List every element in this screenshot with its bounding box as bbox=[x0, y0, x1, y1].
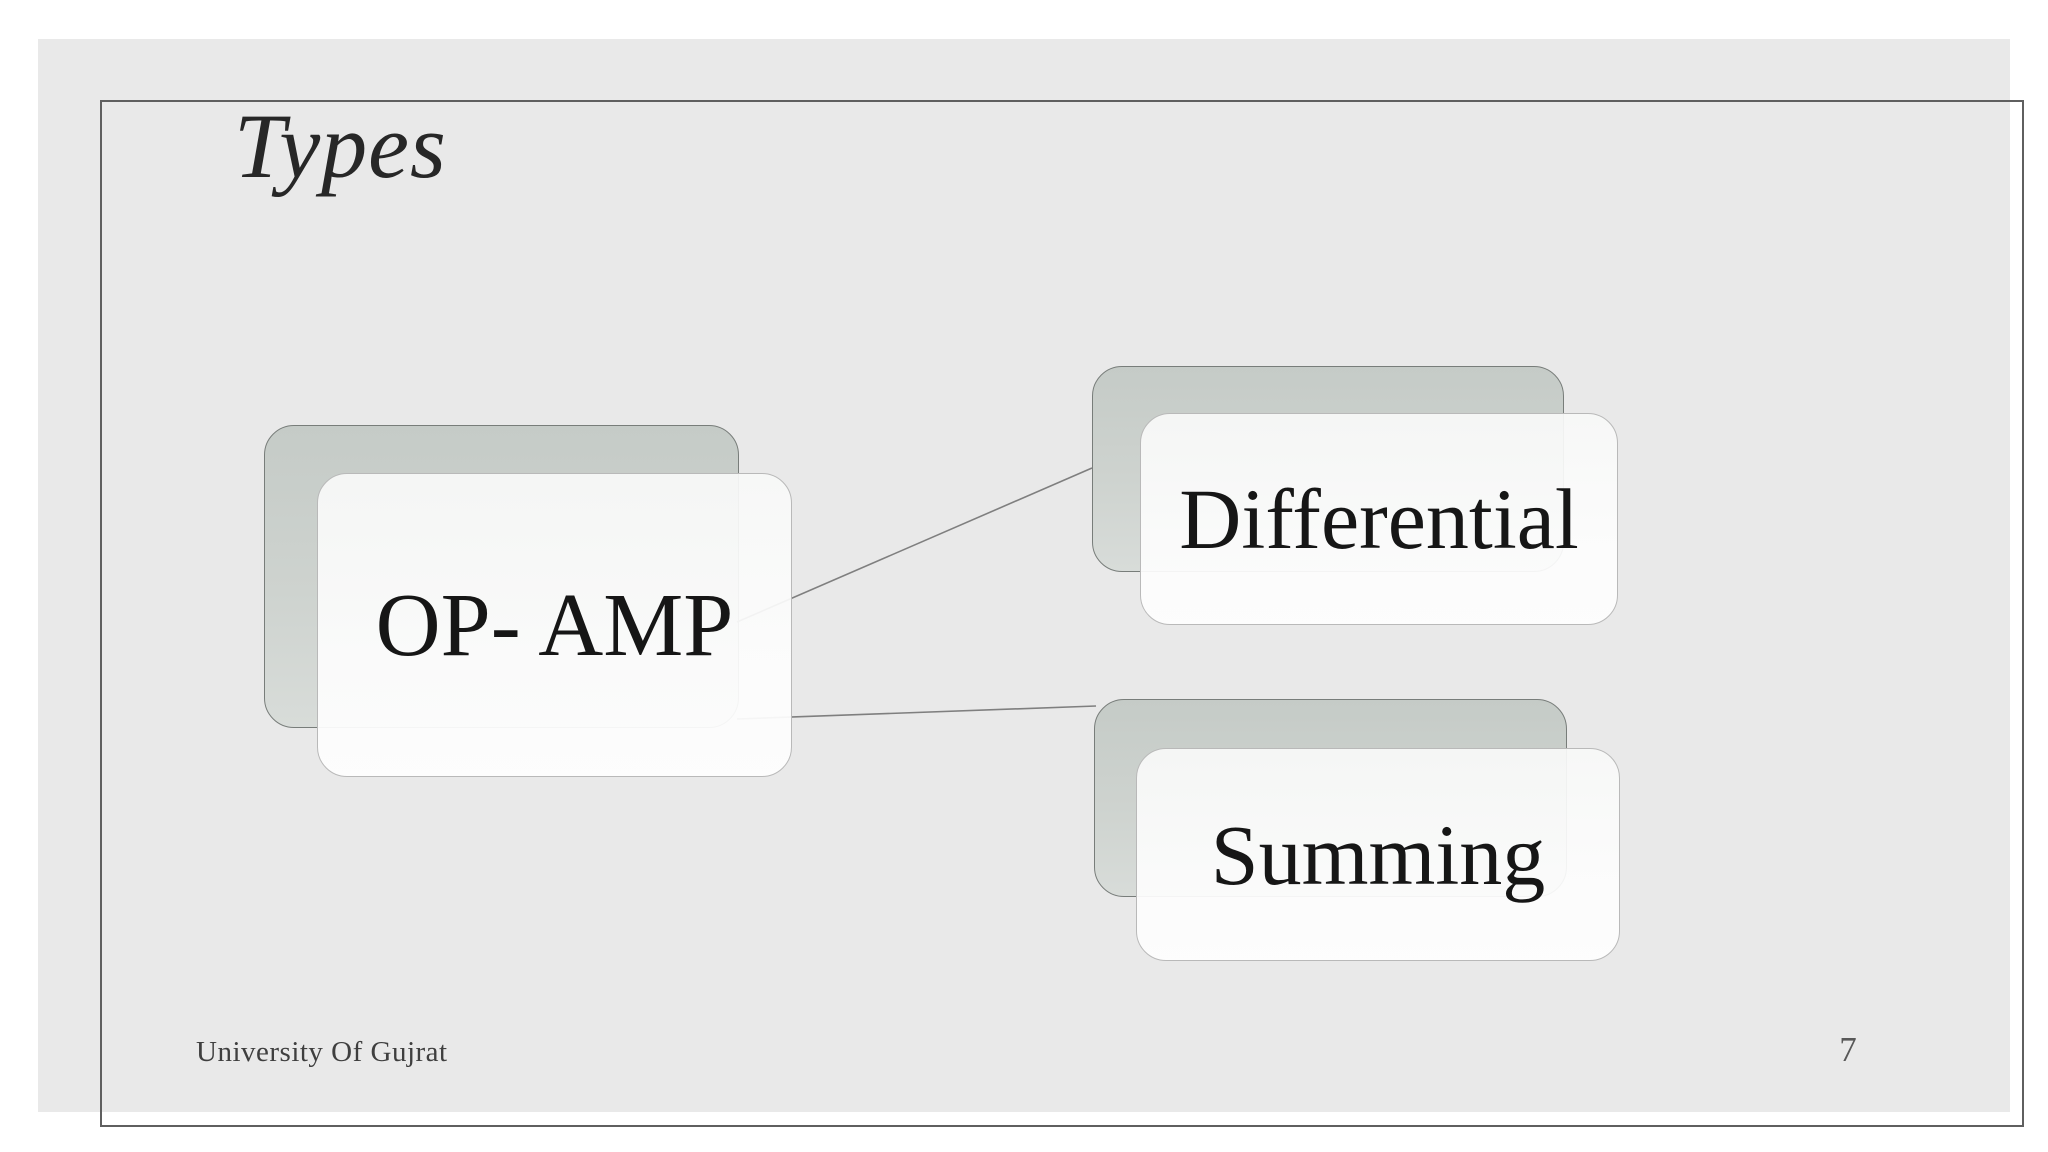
summing-node-label: Summing bbox=[1210, 806, 1546, 903]
opamp-node-box: OP- AMP bbox=[317, 473, 792, 777]
footer-text: University Of Gujrat bbox=[196, 1036, 448, 1068]
slide-number: 7 bbox=[1839, 1030, 1857, 1069]
slide-canvas: Types OP- AMP Differential Summing Unive… bbox=[38, 39, 2024, 1127]
opamp-node-label: OP- AMP bbox=[375, 575, 734, 675]
differential-node-box: Differential bbox=[1140, 413, 1618, 625]
differential-node-label: Differential bbox=[1179, 471, 1579, 567]
slide-title: Types bbox=[234, 95, 447, 197]
summing-node-box: Summing bbox=[1136, 748, 1620, 961]
